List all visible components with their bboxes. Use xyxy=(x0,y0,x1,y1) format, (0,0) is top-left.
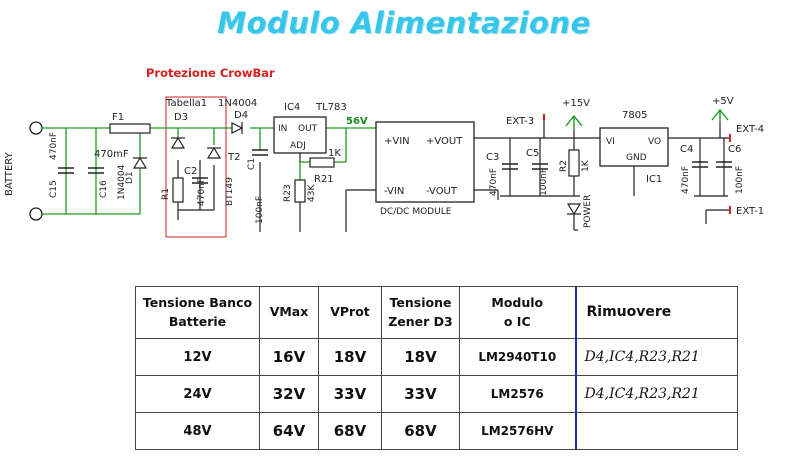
c6-value: 100nF xyxy=(735,166,745,194)
c4-label: C4 xyxy=(680,144,693,155)
c2-label: C2 xyxy=(184,166,197,177)
ic-boxes xyxy=(273,116,669,203)
resistors xyxy=(109,123,580,203)
cell-vmax: 64V xyxy=(259,412,319,450)
battery-terminal-plus xyxy=(29,121,43,135)
c16-label: C16 xyxy=(99,180,109,198)
d1-label: D1 xyxy=(125,171,135,184)
schematic-diagram: BATTERY C15 470nF C16 470mF F1 D1 1N4004… xyxy=(4,96,764,238)
header-vmax: VMax xyxy=(259,286,319,339)
table-row: 12V 16V 18V 18V LM2940T10 D4,IC4,R23,R21 xyxy=(135,338,738,376)
table-row: 48V 64V 68V 68V LM2576HV xyxy=(135,412,738,450)
v15-label: +15V xyxy=(562,98,590,109)
crowbar-label: Protezione CrowBar xyxy=(146,66,275,80)
ic4-pin-out: OUT xyxy=(298,124,318,134)
ext3-label: EXT-3 xyxy=(506,116,534,127)
ext1-label: EXT-1 xyxy=(736,206,764,217)
green-wires xyxy=(42,127,376,215)
c15-value: 470nF xyxy=(49,132,59,160)
cell-zener: 33V xyxy=(381,375,460,413)
cell-modulo: LM2576 xyxy=(459,375,576,413)
v56-label: 56V xyxy=(346,116,368,127)
dcdc-module-label: DC/DC MODULE xyxy=(380,207,452,217)
cell-rimuovere xyxy=(574,412,738,450)
c5-value: 100nF xyxy=(539,168,549,196)
c3-value: 470nF xyxy=(489,168,499,196)
r2-label: R2 xyxy=(559,160,569,172)
c6-label: C6 xyxy=(728,144,741,155)
cell-modulo: LM2576HV xyxy=(459,412,576,450)
cell-rimuovere: D4,IC4,R23,R21 xyxy=(574,338,738,376)
diodes xyxy=(132,122,582,216)
ic4-pin-adj: ADJ xyxy=(290,141,306,151)
t2-label: T2 xyxy=(227,152,240,163)
black-wires xyxy=(177,118,730,232)
battery-terminal-minus xyxy=(29,207,43,221)
dcdc-vout-minus: -VOUT xyxy=(426,186,458,197)
ext-connectors xyxy=(543,114,731,214)
battery-label: BATTERY xyxy=(4,151,15,196)
c2-value: 470nF xyxy=(197,178,207,206)
cell-vprot: 18V xyxy=(318,338,382,376)
c3-label: C3 xyxy=(486,152,499,163)
supply-arrows xyxy=(565,108,729,130)
cell-vmax: 16V xyxy=(259,338,319,376)
cell-banco: 12V xyxy=(135,338,260,376)
table-row: 24V 32V 33V 33V LM2576 D4,IC4,R23,R21 xyxy=(135,375,738,413)
ic1-label: IC1 xyxy=(646,174,662,185)
crowbar-frame xyxy=(165,96,227,238)
cell-vprot: 68V xyxy=(318,412,382,450)
d1-value: 1N4004 xyxy=(117,164,127,200)
t2-value: BT149 xyxy=(225,177,235,206)
cell-zener: 68V xyxy=(381,412,460,450)
ext4-label: EXT-4 xyxy=(736,124,764,135)
dcdc-vin-plus: +VIN xyxy=(384,136,410,147)
ic4-model: TL783 xyxy=(315,102,347,113)
f1-label: F1 xyxy=(112,112,124,123)
dcdc-vin-minus: -VIN xyxy=(384,186,404,197)
c16-value: 470mF xyxy=(94,149,129,160)
c4-value: 470nF xyxy=(681,166,691,194)
cell-vmax: 32V xyxy=(259,375,319,413)
cell-banco: 48V xyxy=(135,412,260,450)
c15-label: C15 xyxy=(49,180,59,198)
c1-label: C1 xyxy=(247,158,257,170)
d4-value: 1N4004 xyxy=(218,98,257,109)
wires xyxy=(29,121,43,221)
r2-value: 1K xyxy=(581,159,591,172)
r23-label: R23 xyxy=(283,184,293,202)
dcdc-vout-plus: +VOUT xyxy=(426,136,463,147)
ic4-pin-in: IN xyxy=(278,124,287,134)
r21-value: 1K xyxy=(328,148,341,159)
reg-7805-label: 7805 xyxy=(622,110,647,121)
d3-label: D3 xyxy=(174,112,188,123)
ic4-label: IC4 xyxy=(284,102,300,113)
v5-label: +5V xyxy=(712,96,734,107)
cell-banco: 24V xyxy=(135,375,260,413)
d4-label: D4 xyxy=(234,110,248,121)
reg-pin-vi: VI xyxy=(606,137,615,147)
tabella-label: Tabella1 xyxy=(165,98,207,109)
cell-vprot: 33V xyxy=(318,375,382,413)
cell-modulo: LM2940T10 xyxy=(459,338,576,376)
cell-zener: 18V xyxy=(381,338,460,376)
r23-value: 43K xyxy=(307,184,317,202)
reg-pin-gnd: GND xyxy=(626,153,647,163)
r21-label: R21 xyxy=(314,174,334,185)
reg-pin-vo: VO xyxy=(648,137,661,147)
page-title: Modulo Alimentazione xyxy=(217,6,591,40)
power-led-label: POWER xyxy=(583,195,593,228)
cell-rimuovere: D4,IC4,R23,R21 xyxy=(574,375,738,413)
capacitors xyxy=(58,149,732,184)
d3-side-label: R1 xyxy=(161,188,171,200)
c5-label: C5 xyxy=(526,148,539,159)
header-rimuovere: Rimuovere xyxy=(574,286,738,339)
header-vprot: VProt xyxy=(318,286,382,339)
c1-value: 100nF xyxy=(255,196,265,224)
